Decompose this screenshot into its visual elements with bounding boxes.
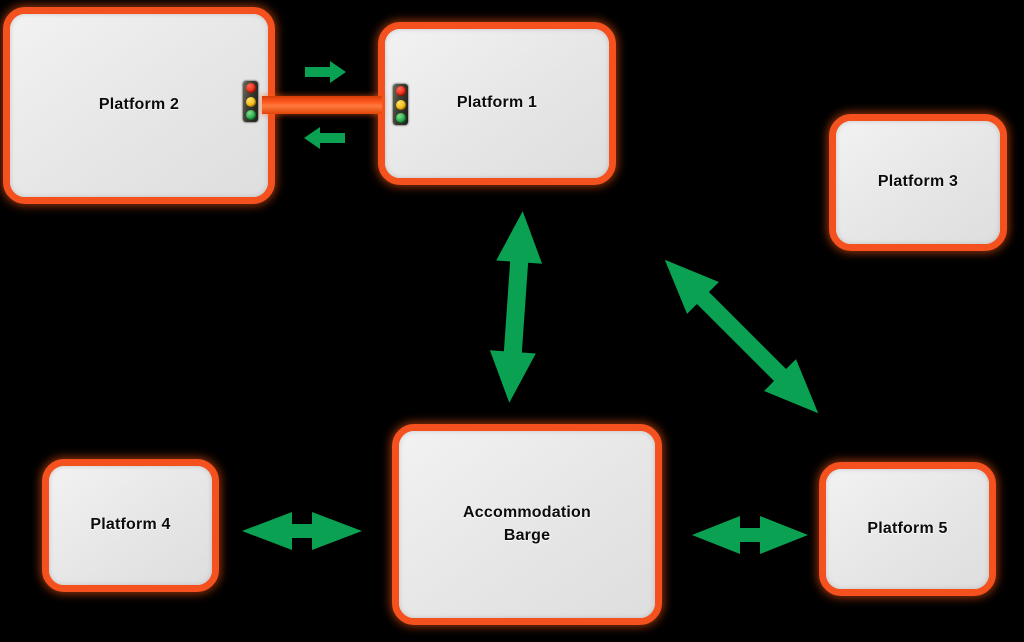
node-surface [49, 466, 212, 585]
node-surface [385, 29, 609, 178]
node-platform-3[interactable]: Platform 3 [829, 114, 1007, 251]
bridge-arrow-right-icon [305, 61, 346, 83]
node-surface [836, 121, 1000, 244]
traffic-light-yellow-lamp-icon [395, 99, 406, 110]
node-surface [399, 431, 655, 618]
node-label-platform-4: Platform 4 [90, 516, 171, 534]
node-platform-4[interactable]: Platform 4 [42, 459, 219, 592]
traffic-light-red-lamp-icon [245, 83, 256, 93]
node-platform-5[interactable]: Platform 5 [819, 462, 996, 596]
traffic-light-icon [243, 81, 258, 122]
node-surface [826, 469, 989, 589]
arrow-barge-platform5-icon [692, 516, 808, 554]
arrow-barge-platform3-icon [664, 259, 819, 414]
bridge-arrow-left-icon [304, 127, 345, 149]
arrow-barge-platform4-icon [242, 512, 362, 550]
node-label-platform-1: Platform 1 [456, 94, 538, 112]
traffic-light-red-lamp-icon [395, 86, 406, 96]
node-label-platform-3: Platform 3 [877, 173, 959, 191]
node-platform-1[interactable]: Platform 1 [378, 22, 616, 185]
arrow-barge-platform1-icon [489, 211, 543, 403]
node-label-platform-5: Platform 5 [867, 519, 948, 537]
node-surface [10, 14, 268, 197]
node-accommodation-barge[interactable]: Accommodation Barge [392, 424, 662, 625]
node-platform-2[interactable]: Platform 2 [3, 7, 275, 204]
node-label-platform-2: Platform 2 [98, 96, 180, 114]
traffic-light-green-lamp-icon [395, 113, 406, 123]
platform2-platform1-bridge [262, 96, 382, 114]
traffic-light-yellow-lamp-icon [245, 96, 256, 107]
node-label-accommodation-barge: Accommodation Barge [463, 503, 591, 544]
traffic-light-green-lamp-icon [245, 110, 256, 120]
traffic-light-icon [393, 84, 408, 125]
